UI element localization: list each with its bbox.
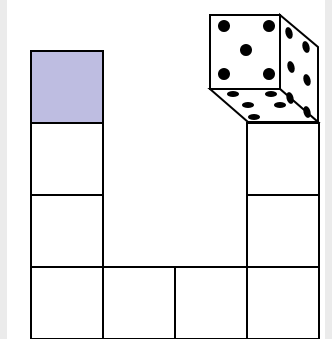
board-cell[interactable] <box>175 267 247 339</box>
die-pip <box>218 20 230 32</box>
die-pip <box>263 20 275 32</box>
die-pip <box>248 114 260 120</box>
board-cell[interactable] <box>247 123 319 195</box>
board-cell[interactable] <box>247 195 319 267</box>
die-pip <box>274 102 286 108</box>
die-pip <box>227 91 239 97</box>
board-cell[interactable] <box>31 195 103 267</box>
board-cell[interactable] <box>31 123 103 195</box>
die-pip <box>263 68 275 80</box>
board-cell[interactable] <box>31 267 103 339</box>
board-cell[interactable] <box>247 267 319 339</box>
die-pip <box>240 44 252 56</box>
die-pip <box>265 91 277 97</box>
board-cell-highlighted[interactable] <box>31 51 103 123</box>
die-pip <box>242 102 254 108</box>
board-cell[interactable] <box>103 267 175 339</box>
die-pip <box>218 68 230 80</box>
die[interactable] <box>210 15 318 122</box>
